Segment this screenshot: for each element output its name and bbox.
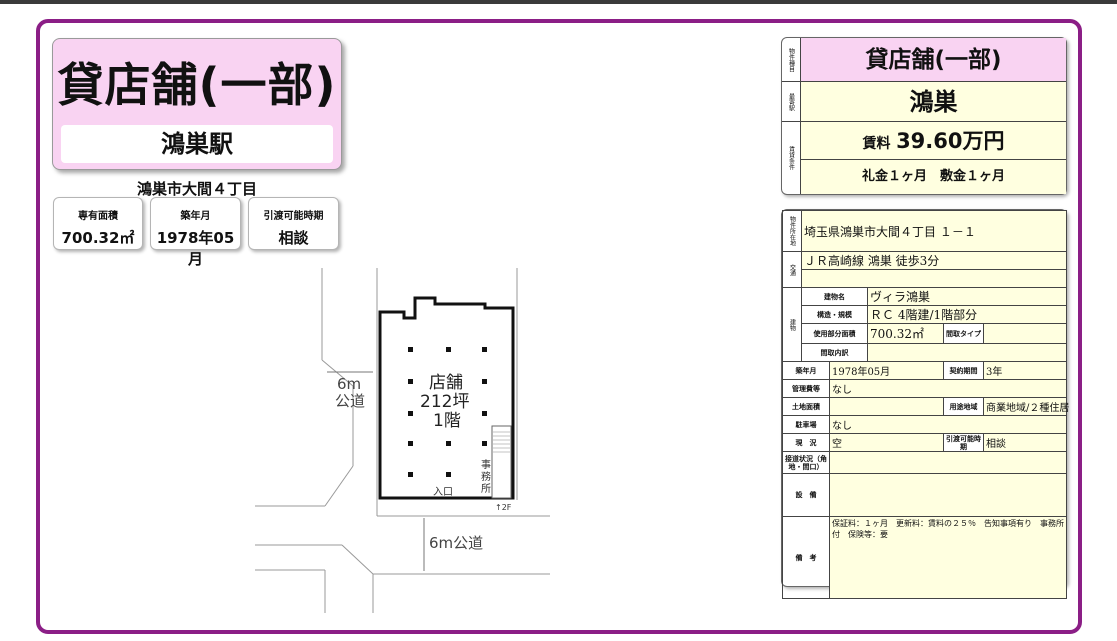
layout-detail-value bbox=[866, 343, 1068, 362]
office-label-3: 所 bbox=[481, 483, 491, 495]
stairs-label: ↑2F bbox=[495, 503, 512, 512]
zoning-label: 用途地域 bbox=[943, 397, 984, 416]
details-card: 物件所在地 埼玉県鴻巣市大間４丁目 １－１ 交通 ＪＲ高崎線 鴻巣 徒歩3分 建… bbox=[781, 209, 1069, 599]
office-label-2: 務 bbox=[481, 470, 491, 483]
shop-label: 店舗 bbox=[429, 373, 463, 393]
manager-label: 管理費等 bbox=[782, 379, 830, 398]
shop-size: 212坪 bbox=[420, 392, 469, 412]
built-row-label: 築年月 bbox=[782, 361, 830, 380]
top-bar bbox=[0, 0, 1117, 4]
structure-value: ＲＣ 4階建/1階部分 bbox=[866, 305, 1068, 324]
shop-outline bbox=[378, 296, 515, 500]
layout-type-label: 間取タイプ bbox=[943, 323, 984, 344]
parking-label: 駐車場 bbox=[782, 415, 830, 434]
area-label: 専有面積 bbox=[78, 211, 118, 222]
contract-value: 3年 bbox=[982, 361, 1068, 380]
side-building: 建物 bbox=[782, 287, 802, 362]
built-value: 1978年05月 bbox=[156, 229, 235, 268]
road-side-label-2: 公道 bbox=[335, 392, 365, 410]
shop-floor: 1階 bbox=[433, 411, 461, 431]
road-side-label-1: 6m bbox=[337, 375, 361, 393]
status-label: 現 況 bbox=[782, 433, 830, 452]
handover-row-value: 相談 bbox=[982, 433, 1068, 452]
road-bottom-label: 6m公道 bbox=[429, 534, 483, 552]
parking-value: なし bbox=[828, 415, 1068, 434]
area-box: 専有面積 700.32㎡ bbox=[53, 197, 143, 250]
layout-detail-label: 間取内訳 bbox=[801, 343, 868, 362]
summary-type: 貸店舗(一部) bbox=[801, 38, 1066, 82]
manager-value: なし bbox=[828, 379, 1068, 398]
address-short: 鴻巣市大間４丁目 bbox=[136, 180, 257, 198]
floor-plan: 6m 公道 6m公道 事 務 所 ↑2F 店舗 212坪 1階 入口 bbox=[255, 268, 550, 613]
building-name: ヴィラ鴻巣 bbox=[866, 287, 1068, 306]
handover-row-label: 引渡可能時期 bbox=[943, 433, 984, 452]
side-station: 最寄駅 bbox=[782, 82, 801, 122]
side-terms: 賃貸条件 bbox=[782, 122, 801, 194]
usage-area-label: 使用部分面積 bbox=[801, 323, 868, 344]
remarks-value: 保証料：１ヶ月 更新料：賃料の２５％ 告知事項有り 事務所付 保険等：要 bbox=[828, 516, 1068, 599]
station-label: 鴻巣駅 bbox=[61, 125, 333, 163]
details-table: 物件所在地 埼玉県鴻巣市大間４丁目 １－１ 交通 ＪＲ高崎線 鴻巣 徒歩3分 建… bbox=[782, 210, 1069, 599]
side-transport: 交通 bbox=[782, 251, 802, 288]
built-row-value: 1978年05月 bbox=[829, 361, 944, 380]
facilities-label: 設 備 bbox=[782, 473, 830, 517]
summary-station: 鴻巣 bbox=[801, 82, 1066, 122]
layout-type-value bbox=[982, 323, 1068, 344]
facilities-value bbox=[828, 473, 1068, 517]
summary-deposit: 礼金１ヶ月 敷金１ヶ月 bbox=[801, 160, 1066, 194]
summary-card: 物件種目 最寄駅 賃貸条件 貸店舗(一部) 鴻巣 賃料 39.60万円 礼金１ヶ… bbox=[781, 37, 1067, 195]
location-value: 埼玉県鴻巣市大間４丁目 １－１ bbox=[800, 210, 1068, 252]
handover-box: 引渡可能時期 相談 bbox=[248, 197, 339, 250]
built-label: 築年月 bbox=[180, 211, 211, 222]
status-value: 空 bbox=[829, 433, 944, 452]
entrance-label: 入口 bbox=[433, 487, 453, 498]
land-value bbox=[829, 397, 944, 416]
rent-label: 賃料 bbox=[862, 136, 891, 152]
road-access-label: 接道状況（角地・間口） bbox=[782, 451, 830, 474]
built-box: 築年月 1978年05月 bbox=[150, 197, 241, 268]
transport-extra bbox=[800, 269, 1068, 288]
building-name-label: 建物名 bbox=[801, 287, 868, 306]
office-label-1: 事 bbox=[481, 458, 491, 471]
usage-area-value: 700.32㎡ bbox=[867, 323, 944, 344]
title-card: 貸店舗(一部) 鴻巣駅 bbox=[52, 38, 342, 170]
contract-label: 契約期間 bbox=[943, 361, 984, 380]
area-value: 700.32㎡ bbox=[61, 229, 135, 247]
land-label: 土地面積 bbox=[782, 397, 830, 416]
handover-value: 相談 bbox=[278, 229, 309, 247]
remarks-label: 備 考 bbox=[782, 516, 830, 599]
zoning-value: 商業地域/２種住居 bbox=[982, 397, 1069, 416]
property-type-title: 貸店舗(一部) bbox=[57, 58, 337, 112]
rent-value: 39.60万円 bbox=[896, 129, 1005, 153]
road-access-value bbox=[828, 451, 1068, 474]
transport-value: ＪＲ高崎線 鴻巣 徒歩3分 bbox=[800, 251, 1068, 270]
office-room bbox=[491, 425, 512, 499]
handover-label: 引渡可能時期 bbox=[263, 211, 324, 222]
listing-frame bbox=[36, 19, 1082, 634]
structure-label: 構造・規模 bbox=[801, 305, 868, 324]
summary-rent: 賃料 39.60万円 bbox=[801, 122, 1066, 160]
side-type: 物件種目 bbox=[782, 38, 801, 82]
side-location: 物件所在地 bbox=[782, 210, 802, 252]
